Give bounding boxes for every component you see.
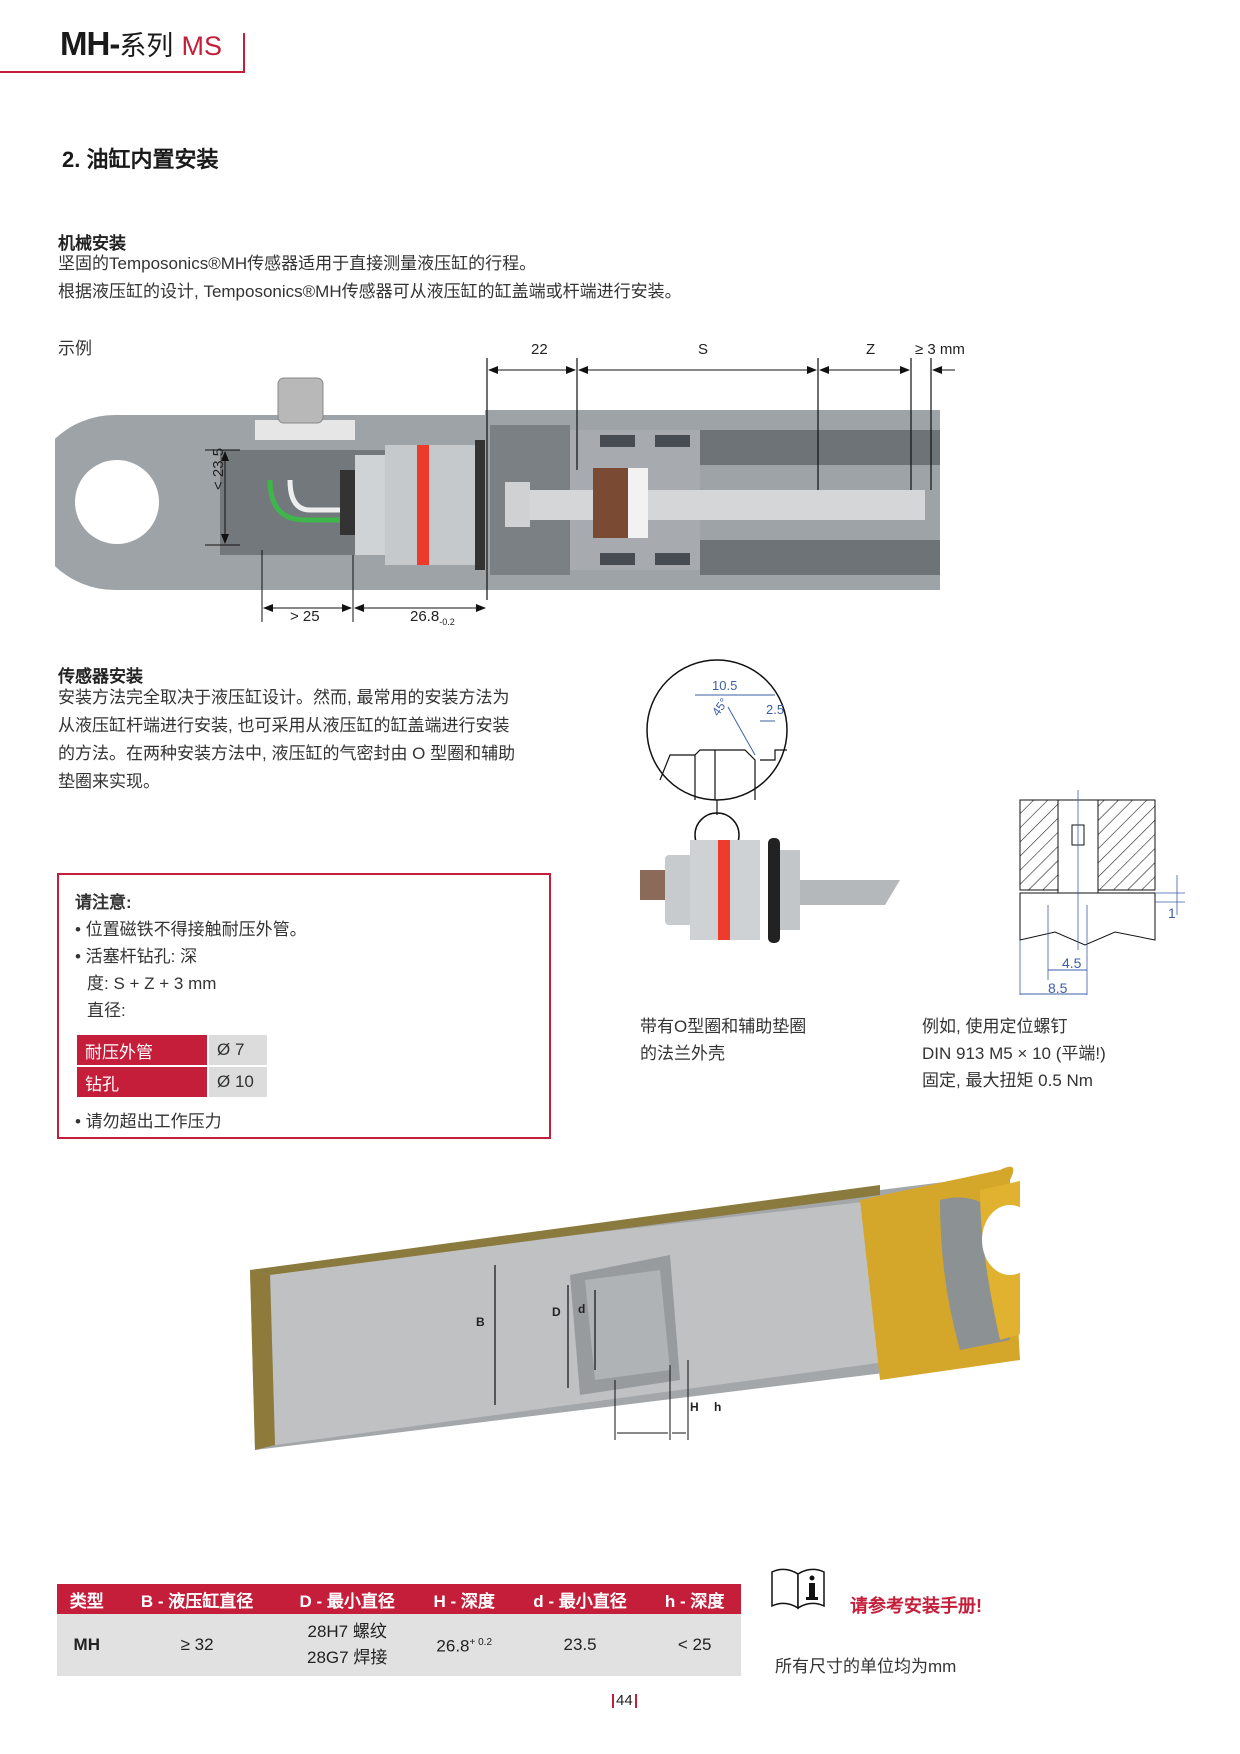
label-d-upper: D: [552, 1305, 561, 1319]
col-d-upper: D - 最小直径: [277, 1584, 417, 1614]
series-title: MH-系列 MS: [60, 24, 222, 63]
table-header-row: 类型 B - 液压缸直径 D - 最小直径 H - 深度 d - 最小直径 h …: [57, 1584, 741, 1614]
col-d-lower: d - 最小直径: [511, 1584, 649, 1614]
sensor-install-line-3: 的方法。在两种安装方法中, 液压缸的气密封由 O 型圈和辅助: [58, 744, 516, 763]
cell-h-lower: < 25: [648, 1614, 741, 1676]
diameter-table: 耐压外管 Ø 7 钻孔 Ø 10: [75, 1033, 269, 1099]
note-bullet-2-diameter: 直径:: [87, 1001, 126, 1020]
diameter-label: 钻孔: [77, 1067, 207, 1097]
sensor-install-line-2: 从液压缸杆端进行安装, 也可采用从液压缸的缸盖端进行安装: [58, 716, 510, 735]
dim-8-5: 8.5: [1048, 980, 1068, 996]
refer-manual-text: 请参考安装手册!: [850, 1596, 982, 1616]
label-d-lower: d: [578, 1302, 586, 1316]
col-h-upper: H - 深度: [416, 1584, 512, 1614]
dim-23-5: < 23.5: [210, 447, 227, 490]
mechanical-heading: 机械安装: [58, 234, 126, 253]
mechanical-line-1: 坚固的Temposonics®MH传感器适用于直接测量液压缸的行程。: [58, 254, 537, 273]
cell-b: ≥ 32: [116, 1614, 278, 1676]
col-type: 类型: [57, 1584, 117, 1614]
example-label: 示例: [58, 339, 92, 358]
dim-1: 1: [1168, 905, 1176, 921]
cell-type: MH: [57, 1614, 117, 1676]
dim-22: 22: [531, 341, 548, 358]
dim-2-5: 2.5: [766, 702, 785, 717]
series-label: 系列: [119, 31, 174, 61]
table-row: 钻孔 Ø 10: [77, 1067, 267, 1097]
dim-10-5: 10.5: [712, 678, 738, 693]
flange-caption-2: 的法兰外壳: [640, 1044, 725, 1063]
note-bullet-2: • 活塞杆钻孔: 深: [75, 947, 198, 966]
label-h-lower: h: [714, 1400, 722, 1414]
cylinder-3d-diagram: [250, 1166, 1020, 1450]
page-number: 44: [610, 1692, 639, 1709]
dim-gt-25: > 25: [290, 608, 320, 625]
label-b: B: [476, 1315, 485, 1329]
flange-caption-1: 带有O型圈和辅助垫圈: [640, 1017, 807, 1036]
series-code: MS: [181, 31, 222, 61]
diameter-value: Ø 7: [209, 1035, 267, 1065]
diameter-value: Ø 10: [209, 1067, 267, 1097]
header-rule-vertical: [243, 33, 245, 73]
dim-s: S: [698, 341, 709, 358]
label-h-upper: H: [690, 1400, 699, 1414]
dim-26-8: 26.8-0.2: [410, 608, 455, 627]
note-bullet-3: • 请勿超出工作压力: [75, 1112, 222, 1131]
sensor-install-line-1: 安装方法完全取决于液压缸设计。然而, 最常用的安装方法为: [58, 688, 510, 707]
screw-caption-1: 例如, 使用定位螺钉: [922, 1017, 1068, 1036]
section-title: 2. 油缸内置安装: [62, 147, 219, 172]
note-title: 请注意:: [75, 893, 132, 912]
table-row: 耐压外管 Ø 7: [77, 1035, 267, 1065]
cell-h-upper: 26.8+ 0.2: [416, 1614, 512, 1676]
dim-min-3mm: ≥ 3 mm: [915, 341, 965, 358]
dim-4-5: 4.5: [1062, 955, 1082, 971]
sensor-install-line-4: 垫圈来实现。: [58, 772, 160, 791]
diameter-label: 耐压外管: [77, 1035, 207, 1065]
series-bold: MH-: [60, 25, 120, 62]
spec-table: 类型 B - 液压缸直径 D - 最小直径 H - 深度 d - 最小直径 h …: [57, 1584, 741, 1676]
note-box: 请注意: • 位置磁铁不得接触耐压外管。 • 活塞杆钻孔: 深 度: S + Z…: [57, 873, 551, 1139]
header-rule: [0, 71, 244, 73]
manual-info-icon: [771, 1568, 825, 1610]
screw-caption-2: DIN 913 M5 × 10 (平端!): [922, 1044, 1106, 1063]
flange-detail-diagram: [640, 659, 900, 943]
sensor-install-heading: 传感器安装: [58, 667, 143, 686]
mechanical-line-2: 根据液压缸的设计, Temposonics®MH传感器可从液压缸的缸盖端或杆端进…: [58, 282, 682, 301]
dim-z: Z: [866, 341, 876, 358]
cell-d-lower: 23.5: [511, 1614, 649, 1676]
note-bullet-2-depth: 度: S + Z + 3 mm: [87, 974, 217, 993]
col-b: B - 液压缸直径: [116, 1584, 278, 1614]
set-screw-diagram: [1019, 790, 1185, 995]
col-h-lower: h - 深度: [648, 1584, 741, 1614]
units-note: 所有尺寸的单位均为mm: [775, 1657, 957, 1676]
note-bullet-1: • 位置磁铁不得接触耐压外管。: [75, 920, 307, 939]
cylinder-section-diagram: [55, 358, 955, 622]
screw-caption-3: 固定, 最大扭矩 0.5 Nm: [922, 1071, 1093, 1090]
